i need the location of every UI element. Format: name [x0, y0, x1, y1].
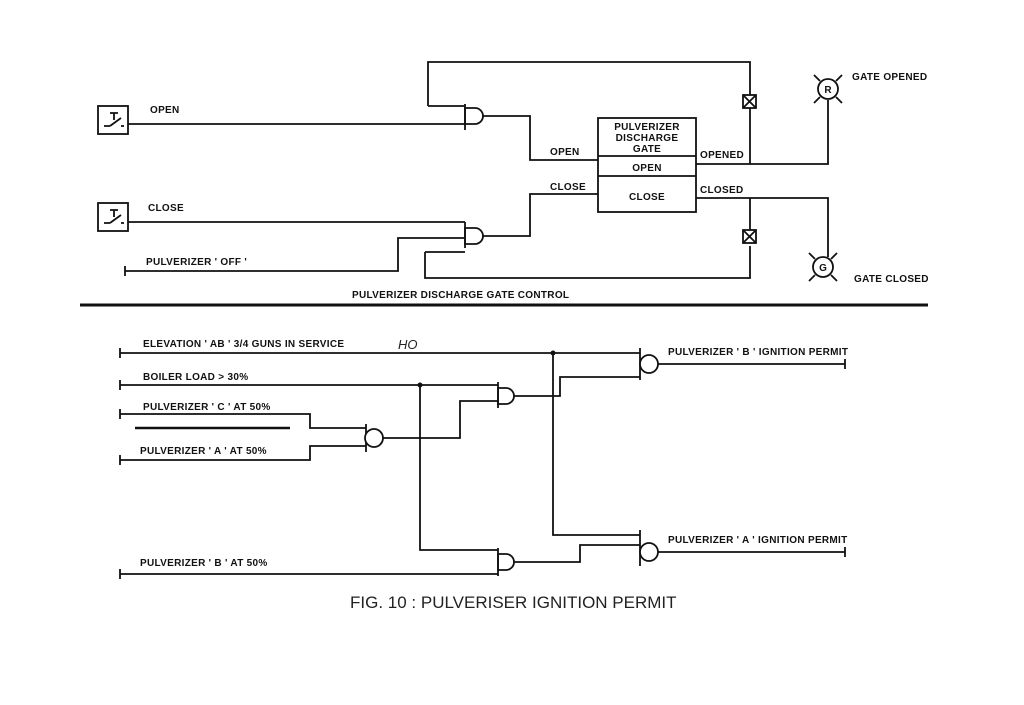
- close-pushbutton: [97, 202, 129, 232]
- close-and-gate: [464, 222, 484, 248]
- gate-opened-label: GATE OPENED: [852, 72, 927, 83]
- gate-closed-label: GATE CLOSED: [854, 274, 929, 285]
- and-upper-output: [514, 376, 640, 397]
- open-command-wire: [483, 115, 598, 161]
- lamp-r-label: R: [824, 85, 832, 96]
- elevation-branch-wire: [552, 353, 640, 536]
- box-title-2: DISCHARGE: [616, 133, 679, 144]
- closed-contact-icon: [742, 229, 757, 244]
- opened-contact-icon: [742, 94, 757, 109]
- close-feedback-wire: [424, 246, 751, 279]
- handwritten-note: HO: [398, 337, 418, 352]
- wire-close-label: CLOSE: [550, 182, 586, 193]
- section-title: PULVERIZER DISCHARGE GATE CONTROL: [352, 290, 569, 301]
- closed-wire: [696, 197, 829, 255]
- and-lower-output: [514, 544, 640, 563]
- discharge-gate-box: [597, 117, 697, 213]
- and-gate-upper: [497, 382, 515, 408]
- box-title-1: PULVERIZER: [614, 122, 680, 133]
- open-and-gate: [464, 104, 484, 130]
- box-close-label: CLOSE: [629, 192, 665, 203]
- lamp-g-icon: [808, 252, 838, 282]
- open-pushbutton: [97, 105, 129, 135]
- box-open-label: OPEN: [632, 163, 662, 174]
- lamp-g-label: G: [819, 263, 827, 274]
- permit-b-label: PULVERIZER ' B ' IGNITION PERMIT: [668, 347, 848, 358]
- pulverizer-b-label: PULVERIZER ' B ' AT 50%: [140, 558, 268, 569]
- pulverizer-c-wire: [120, 413, 366, 429]
- or-output-wire: [383, 400, 498, 439]
- pulverizer-c-label: PULVERIZER ' C ' AT 50%: [143, 402, 271, 413]
- elevation-label: ELEVATION ' AB ' 3/4 GUNS IN SERVICE: [143, 339, 344, 350]
- wire-open-label: OPEN: [550, 147, 580, 158]
- or-gate-c-a: [364, 424, 384, 452]
- opened-label: OPENED: [700, 150, 744, 161]
- permit-a-label: PULVERIZER ' A ' IGNITION PERMIT: [668, 535, 848, 546]
- open-pb-label: OPEN: [150, 105, 180, 116]
- figure-caption: FIG. 10 : PULVERISER IGNITION PERMIT: [350, 593, 677, 612]
- pulverizer-a-wire: [120, 445, 366, 461]
- pulverizer-a-label: PULVERIZER ' A ' AT 50%: [140, 446, 267, 457]
- close-command-wire: [483, 193, 598, 237]
- boiler-load-label: BOILER LOAD > 30%: [143, 372, 248, 383]
- and-gate-lower: [497, 548, 515, 576]
- open-feedback-wire: [427, 61, 751, 106]
- pulverizer-off-wire: [125, 237, 465, 272]
- pulverizer-off-label: PULVERIZER ' OFF ': [146, 257, 247, 268]
- opened-wire: [696, 100, 829, 165]
- permit-b-gate: [639, 348, 659, 380]
- boiler-branch-wire: [419, 385, 498, 551]
- closed-label: CLOSED: [700, 185, 743, 196]
- lamp-r-icon: [813, 74, 843, 104]
- close-pb-label: CLOSE: [148, 203, 184, 214]
- box-title-3: GATE: [633, 144, 661, 155]
- permit-a-gate: [639, 530, 659, 566]
